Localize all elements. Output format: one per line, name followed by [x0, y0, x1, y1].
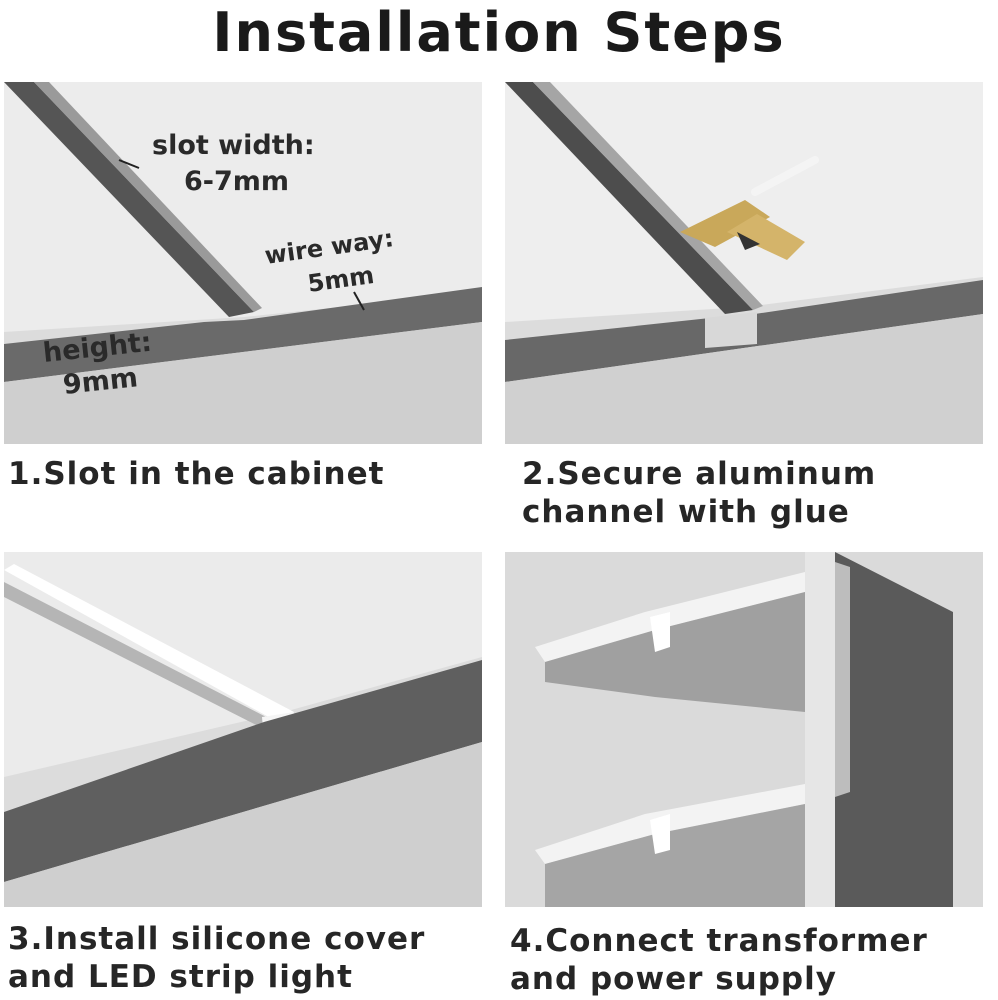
silicone-cover: [4, 564, 294, 720]
silicone-cover-diagram: [4, 552, 482, 907]
step-1-caption: 1.Slot in the cabinet: [8, 456, 385, 492]
step-1-illustration: slot width: 6-7mm wire way: 5mm height: …: [4, 82, 482, 444]
cabinet-slot-diagram: slot width: 6-7mm wire way: 5mm height: …: [4, 82, 482, 444]
glue-channel-diagram: [505, 82, 983, 444]
step-4-illustration: [505, 552, 983, 907]
aluminum-channel: [505, 82, 753, 314]
cabinet-side-panel: [835, 552, 953, 907]
step-3-illustration: [4, 552, 482, 907]
cabinet-shelves-diagram: [505, 552, 983, 907]
board-front-edge: [4, 287, 482, 382]
slot-width-label: slot width:: [152, 130, 315, 161]
glue-gun-icon: [680, 156, 819, 260]
slot-groove: [4, 82, 254, 317]
slot-width-value: 6-7mm: [184, 166, 289, 197]
page-title: Installation Steps: [212, 1, 786, 64]
board-top-surface: [4, 82, 482, 332]
step-2-caption: 2.Secure aluminum channel with glue: [522, 456, 877, 530]
step-2-illustration: [505, 82, 983, 444]
step-4-caption: 4.Connect transformer and power supply: [510, 923, 928, 997]
step-3-caption: 3.Install silicone cover and LED strip l…: [8, 921, 426, 995]
